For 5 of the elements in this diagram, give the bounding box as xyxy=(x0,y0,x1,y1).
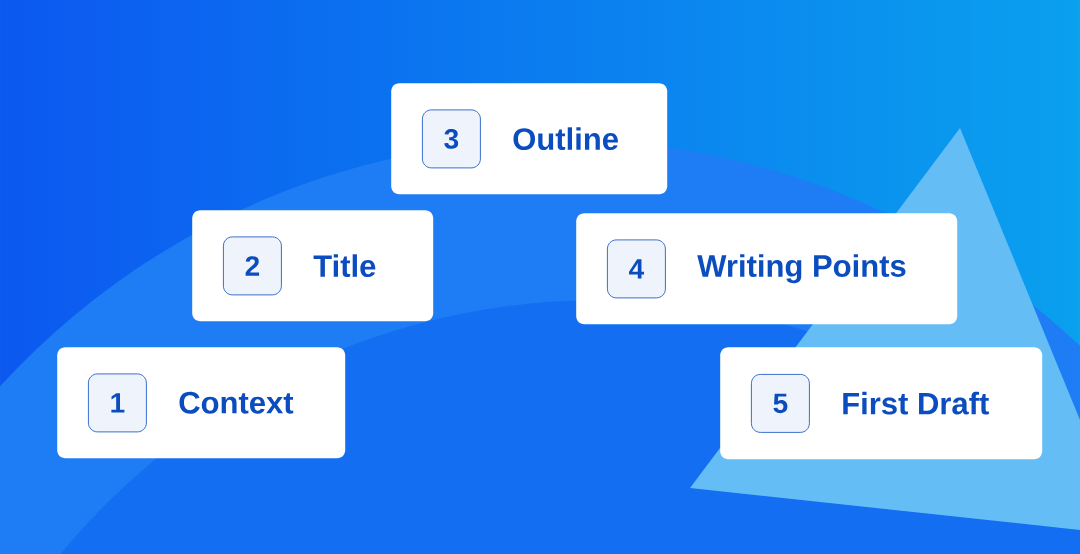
number-badge: 3 xyxy=(422,109,481,169)
number-badge: 4 xyxy=(607,239,666,299)
number-badge: 5 xyxy=(751,374,810,433)
number-badge: 2 xyxy=(223,236,282,296)
number-badge: 1 xyxy=(88,373,147,433)
